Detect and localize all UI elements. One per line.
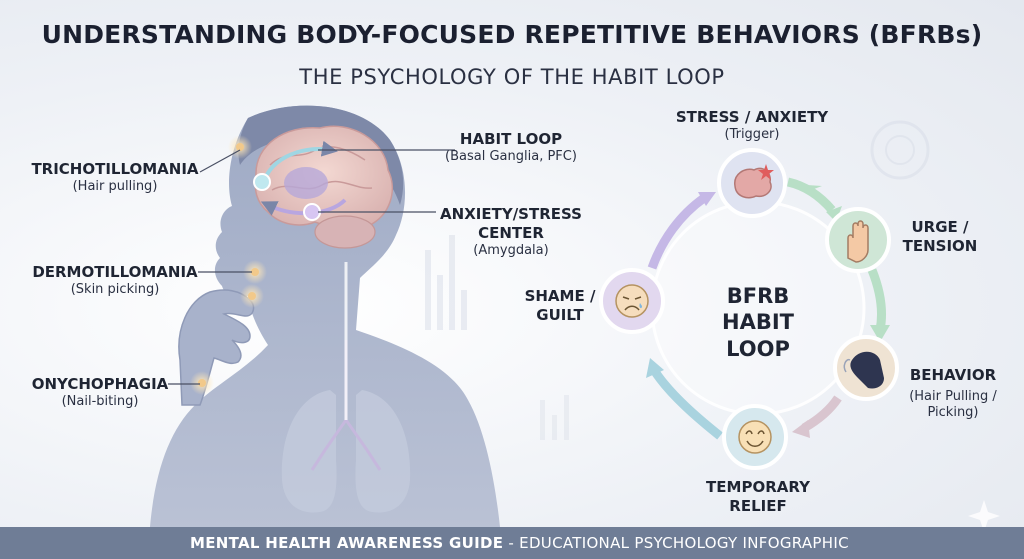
label-stress-anxiety: STRESS / ANXIETY (Trigger) (675, 108, 829, 142)
stage-shame-node (599, 268, 665, 334)
loop-center-disc (652, 202, 864, 414)
brain-illustration (253, 125, 393, 249)
loop-arrows (646, 177, 890, 440)
hand-icon (847, 220, 869, 263)
stage-stress-node (717, 148, 787, 218)
footer-banner: MENTAL HEALTH AWARENESS GUIDE - EDUCATIO… (0, 527, 1024, 559)
page-title: UNDERSTANDING BODY-FOCUSED REPETITIVE BE… (41, 20, 983, 49)
label-onychophagia: ONYCHOPHAGIA (Nail-biting) (31, 375, 169, 409)
label-behavior: BEHAVIOR (Hair Pulling / Picking) (909, 366, 997, 420)
label-temporary-relief: TEMPORARY RELIEF (706, 478, 810, 515)
page-subtitle: THE PSYCHOLOGY OF THE HABIT LOOP (299, 65, 725, 89)
grabbing-hand-icon (843, 351, 884, 389)
label-dermotillomania: DERMOTILLOMANIA (Skin picking) (32, 263, 198, 297)
sad-face-icon (615, 284, 649, 318)
sparkle-icon (968, 500, 1000, 532)
loop-center-title: BFRB HABIT LOOP (722, 284, 794, 361)
stage-urge-node (825, 207, 891, 273)
stage-behavior-node (833, 335, 899, 401)
leader-lines (168, 149, 455, 385)
background-chart-decoration (425, 120, 930, 440)
brain-icon (734, 164, 774, 199)
label-trichotillomania: TRICHOTILLOMANIA (Hair pulling) (31, 160, 199, 194)
label-urge-tension: URGE / TENSION (902, 218, 978, 255)
label-anxiety-center: ANXIETY/STRESS CENTER (Amygdala) (440, 205, 582, 258)
label-shame-guilt: SHAME / GUILT (524, 287, 596, 324)
label-habit-loop: HABIT LOOP (Basal Ganglia, PFC) (445, 130, 577, 164)
smile-face-icon (738, 420, 772, 454)
stage-relief-node (722, 404, 788, 470)
glow-points (190, 135, 267, 395)
